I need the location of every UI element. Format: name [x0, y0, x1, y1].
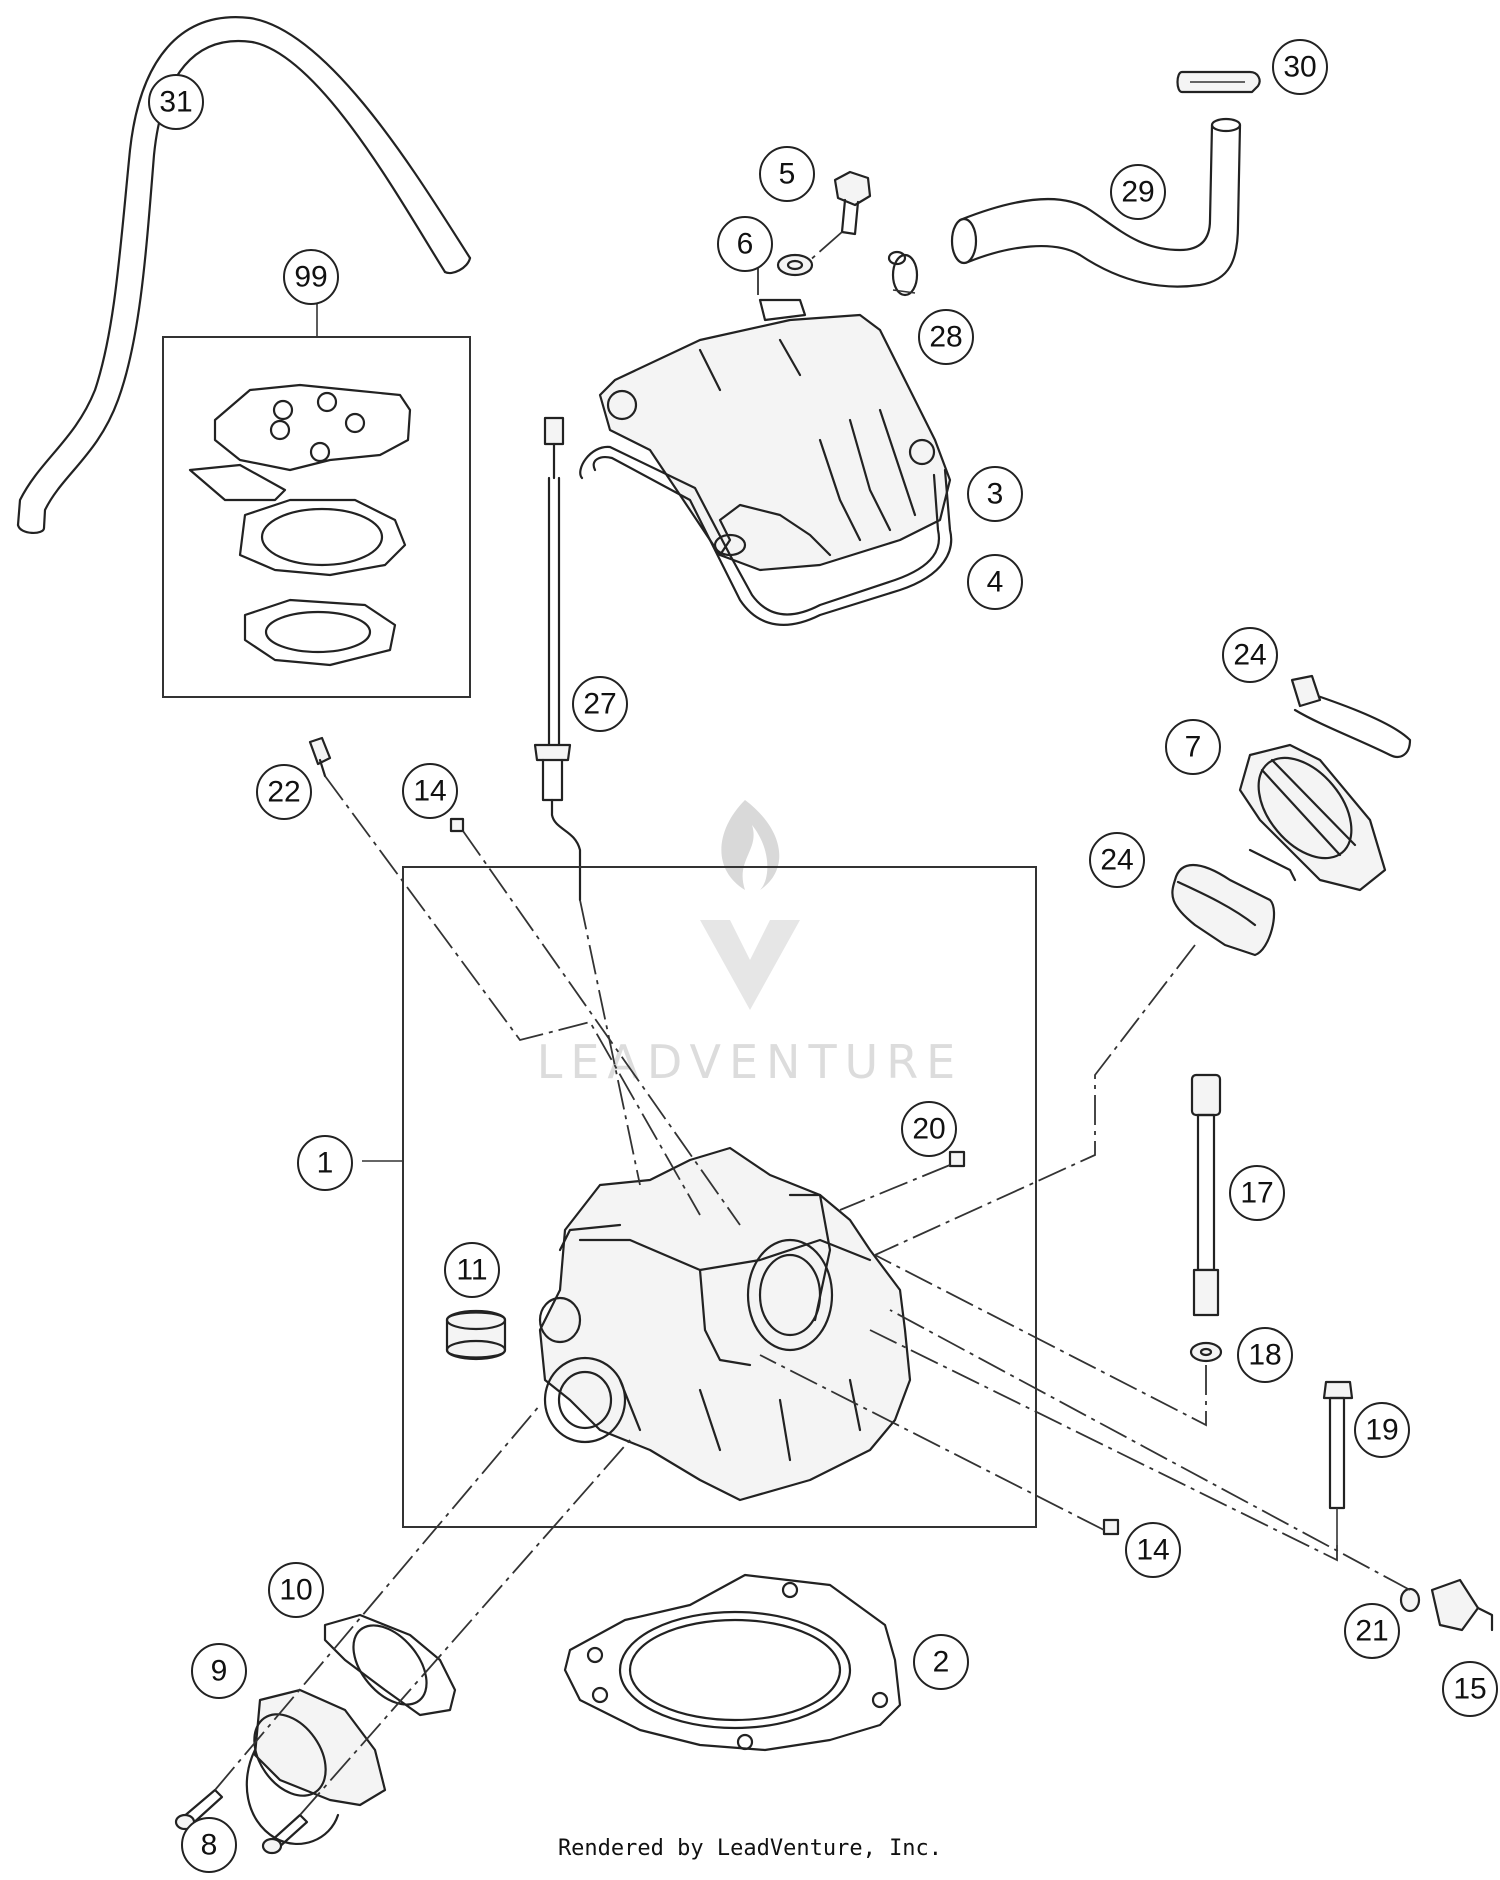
callout-27: 27 — [572, 676, 628, 732]
bolt-19 — [1322, 1380, 1354, 1545]
clip-30 — [1176, 70, 1261, 94]
callout-3: 3 — [967, 466, 1023, 522]
valve-cover-3 — [598, 298, 952, 572]
svg-text:8: 8 — [201, 1829, 218, 1862]
sensor-cable-27 — [533, 416, 582, 902]
callout-18: 18 — [1237, 1327, 1293, 1383]
bolt-17 — [1190, 1073, 1222, 1317]
callout-5: 5 — [759, 146, 815, 202]
svg-text:4: 4 — [987, 566, 1004, 599]
svg-text:28: 28 — [929, 321, 962, 354]
callout-4: 4 — [967, 554, 1023, 610]
valve-cover-gasket-4 — [579, 445, 953, 626]
svg-text:29: 29 — [1121, 176, 1154, 209]
svg-text:5: 5 — [779, 158, 796, 191]
hose-clamp-28 — [887, 250, 919, 297]
svg-text:27: 27 — [583, 688, 616, 721]
hose-29 — [950, 117, 1242, 288]
svg-text:99: 99 — [294, 261, 327, 294]
callout-29: 29 — [1110, 164, 1166, 220]
cylinder-head — [538, 1146, 912, 1502]
screw-14-lower — [1102, 1518, 1120, 1536]
svg-text:22: 22 — [267, 776, 300, 809]
head-gasket-2 — [563, 1573, 902, 1752]
svg-text:6: 6 — [737, 228, 754, 261]
watermark-text: LEADVENTURE — [537, 1035, 964, 1089]
watermark-logo: LEADVENTURE — [537, 800, 964, 1089]
svg-text:24: 24 — [1233, 639, 1266, 672]
tube-11 — [445, 1309, 507, 1361]
svg-text:20: 20 — [912, 1113, 945, 1146]
svg-text:15: 15 — [1453, 1673, 1486, 1706]
callout-99: 99 — [283, 249, 339, 305]
svg-text:19: 19 — [1365, 1414, 1398, 1447]
callout-14-upper: 14 — [402, 763, 458, 819]
washer-6 — [776, 253, 814, 277]
callout-9: 9 — [191, 1643, 247, 1699]
washer-21 — [1399, 1587, 1421, 1613]
svg-text:3: 3 — [987, 478, 1004, 511]
screw-20 — [948, 1150, 966, 1168]
washer-18 — [1189, 1341, 1223, 1363]
callout-1: 1 — [297, 1135, 353, 1191]
callout-31: 31 — [148, 74, 204, 130]
breather-hose-31 — [16, 16, 472, 534]
svg-text:21: 21 — [1355, 1615, 1388, 1648]
callout-24-lower: 24 — [1089, 832, 1145, 888]
callout-10: 10 — [268, 1562, 324, 1618]
svg-text:14: 14 — [1136, 1534, 1169, 1567]
cylinder-head-box-1 — [362, 866, 1037, 1528]
callout-14-lower: 14 — [1125, 1522, 1181, 1578]
intake-manifold-9 — [245, 1688, 387, 1846]
callout-15: 15 — [1442, 1661, 1498, 1717]
clamp-24-upper — [1290, 674, 1412, 758]
callout-21: 21 — [1344, 1603, 1400, 1659]
callout-11: 11 — [444, 1242, 500, 1298]
gasket-kit-box-99 — [162, 300, 471, 698]
footer-credit: Rendered by LeadVenture, Inc. — [557, 1836, 943, 1861]
sensor-22 — [308, 736, 332, 778]
clamp-24-lower — [1171, 864, 1275, 957]
bolt-5 — [833, 170, 872, 236]
callout-6: 6 — [717, 216, 773, 272]
leader-lines — [214, 231, 1411, 1816]
screw-14-upper — [449, 817, 465, 833]
intake-flange-7 — [1238, 743, 1387, 892]
svg-text:30: 30 — [1283, 51, 1316, 84]
svg-text:17: 17 — [1240, 1177, 1273, 1210]
svg-text:11: 11 — [456, 1254, 487, 1287]
svg-text:2: 2 — [933, 1646, 950, 1679]
svg-text:24: 24 — [1100, 844, 1133, 877]
callout-24-upper: 24 — [1222, 627, 1278, 683]
svg-text:7: 7 — [1185, 731, 1202, 764]
svg-text:18: 18 — [1248, 1339, 1281, 1372]
callout-2: 2 — [913, 1634, 969, 1690]
callout-19: 19 — [1354, 1402, 1410, 1458]
svg-text:10: 10 — [279, 1574, 312, 1607]
callout-30: 30 — [1272, 39, 1328, 95]
callout-28: 28 — [918, 309, 974, 365]
callout-20: 20 — [901, 1101, 957, 1157]
svg-text:9: 9 — [211, 1655, 228, 1688]
svg-text:14: 14 — [413, 775, 446, 808]
svg-text:1: 1 — [317, 1147, 334, 1180]
callout-17: 17 — [1229, 1165, 1285, 1221]
intake-gasket-10 — [323, 1613, 457, 1717]
callout-8: 8 — [181, 1817, 237, 1873]
callout-7: 7 — [1165, 719, 1221, 775]
temp-sensor-15 — [1430, 1578, 1494, 1632]
svg-text:31: 31 — [159, 86, 192, 119]
callout-22: 22 — [256, 764, 312, 820]
